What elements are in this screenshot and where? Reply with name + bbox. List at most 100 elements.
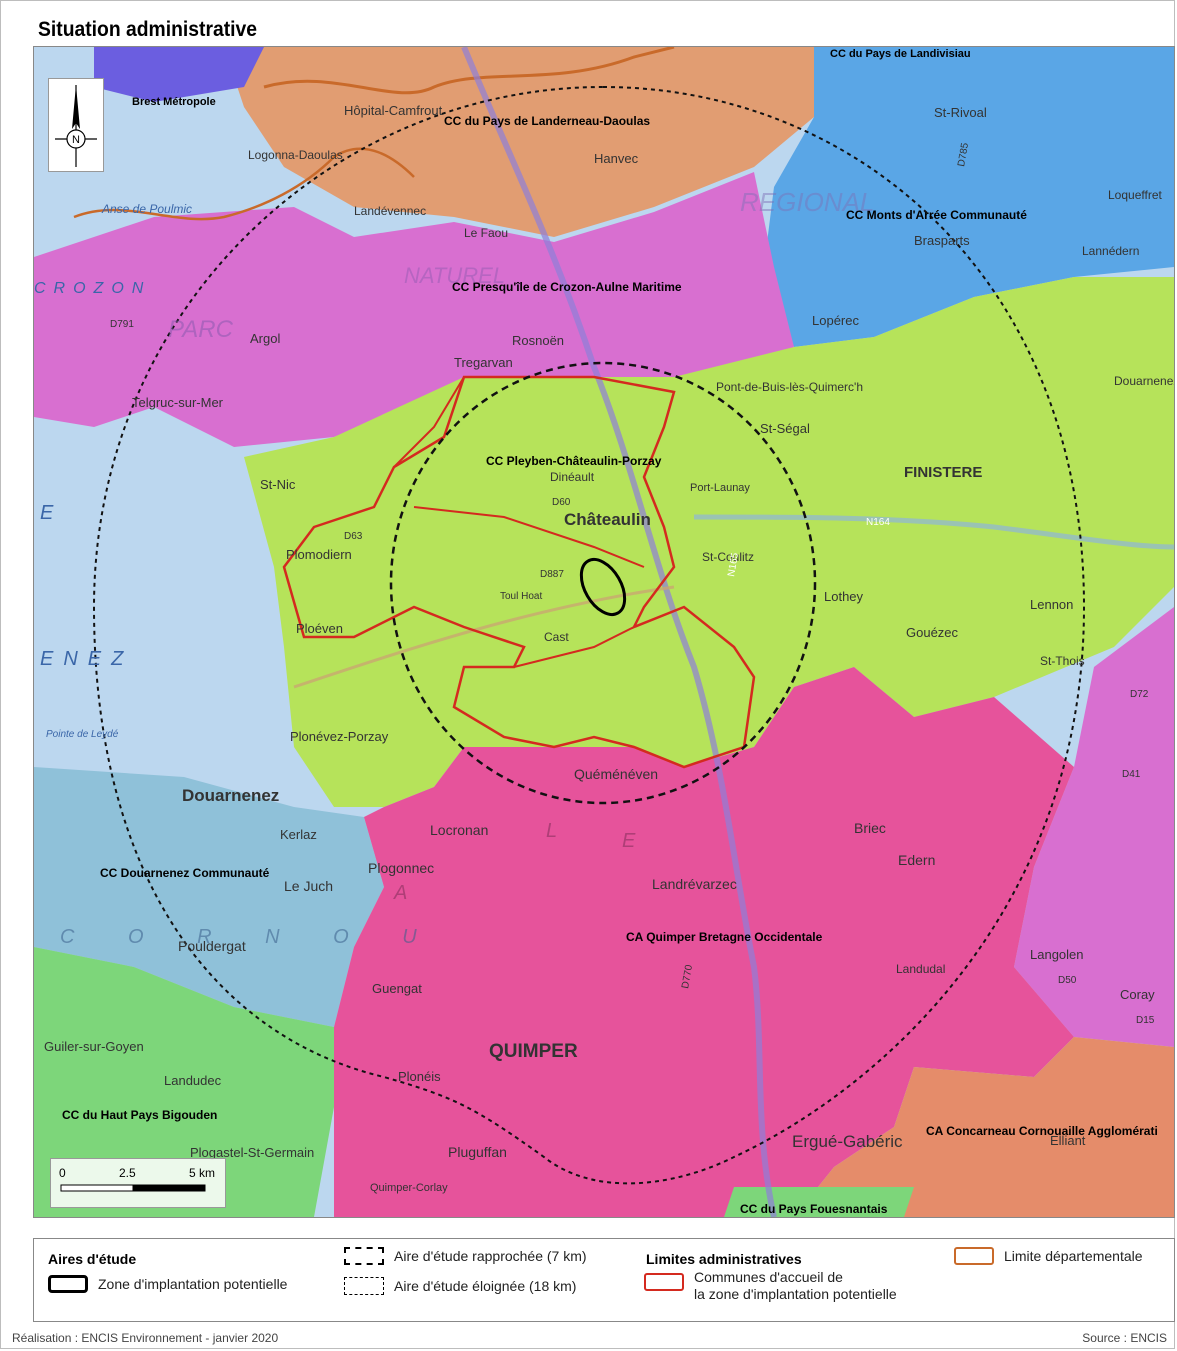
zone-ca-concarneau (794, 1037, 1174, 1217)
label-cast: Cast (544, 630, 569, 644)
label-cc-crozon: CC Presqu'île de Crozon-Aulne Maritime (452, 280, 682, 294)
road-n164 (693, 514, 1174, 550)
label-letter-e: E (622, 830, 636, 852)
scale-bar: 0 2.5 5 km (50, 1158, 226, 1208)
legend-swatch-eloignee (344, 1277, 384, 1295)
label-anse-poulmic: Anse de Poulmic (101, 202, 192, 216)
road-label-d785: D785 (956, 142, 971, 168)
label-brasparts: Brasparts (914, 233, 970, 248)
label-pouldergat: Pouldergat (178, 938, 246, 954)
legend-aires-title: Aires d'étude (48, 1251, 137, 1267)
zone-ca-quimper (334, 667, 1074, 1217)
scale-bar-svg: 0 2.5 5 km (59, 1166, 215, 1192)
label-cc-haut-pays-bigouden: CC du Haut Pays Bigouden (62, 1108, 217, 1122)
credit-source: Source : ENCIS (1082, 1331, 1167, 1345)
label-lothey: Lothey (824, 589, 864, 604)
map-title: Situation administrative (38, 18, 258, 41)
legend-swatch-communes (644, 1273, 684, 1291)
label-hopital-camfrout: Hôpital-Camfrout (344, 103, 443, 118)
legend-swatch-rapprochee (344, 1247, 384, 1265)
legend-eloignee: Aire d'étude éloignée (18 km) (394, 1278, 577, 1294)
road-n165 (461, 47, 777, 1217)
legend-zone: Zone d'implantation potentielle (98, 1276, 288, 1292)
label-ca-quimper: CA Quimper Bretagne Occidentale (626, 930, 823, 944)
label-langolen: Langolen (1030, 947, 1084, 962)
road-label-n164: N164 (866, 517, 890, 528)
label-dineault: Dinéault (550, 470, 595, 484)
departement-limit (263, 47, 675, 95)
coast-limit-north (73, 147, 415, 221)
label-st-coulitz: St-Coulitz (702, 550, 754, 564)
label-port-launay: Port-Launay (690, 482, 750, 494)
label-landudal: Landudal (896, 962, 945, 976)
label-pointe-leyde: Pointe de Leydé (46, 729, 119, 740)
label-ca-concarneau: CA Concarneau Cornouaille Agglomérati (926, 1124, 1158, 1138)
zone-cc-crozon (34, 172, 794, 447)
label-tregarvan: Tregarvan (454, 355, 513, 370)
zone-cc-landerneau (224, 47, 834, 237)
road-d887 (293, 585, 675, 689)
label-ploeven: Ploéven (296, 621, 343, 636)
label-cc-douarnenez: CC Douarnenez Communauté (100, 866, 270, 880)
legend-rapprochee: Aire d'étude rapprochée (7 km) (394, 1248, 587, 1264)
zone-cc-east (1014, 607, 1174, 1047)
commune-boundary-1 (413, 506, 645, 568)
legend-communes-line1: Communes d'accueil de (694, 1269, 843, 1285)
legend-swatch-zone (48, 1275, 88, 1293)
legend-departementale: Limite départementale (1004, 1248, 1143, 1264)
credit-realisation: Réalisation : ENCIS Environnement - janv… (12, 1331, 279, 1345)
label-douarnenez: Douarnenez (182, 786, 279, 805)
label-quimper: QUIMPER (489, 1041, 578, 1062)
label-le-cloitre: Douarnenez Quillou (1114, 374, 1174, 388)
zone-cc-haut-pays-bigouden (34, 947, 334, 1217)
label-landevennec: Landévennec (354, 204, 426, 218)
label-cc-monts-arree: CC Monts d'Arrée Communauté (846, 208, 1027, 222)
label-cc-pleyben: CC Pleyben-Châteaulin-Porzay (486, 454, 662, 468)
label-lannedern: Lannédern (1082, 244, 1139, 258)
label-sea-e: E (40, 502, 54, 524)
zone-brest-metropole (94, 47, 264, 102)
label-plogonnec: Plogonnec (368, 860, 434, 876)
label-plomodiern: Plomodiern (286, 547, 352, 562)
label-naturel: NATUREL (404, 263, 505, 288)
label-pont-de-buis: Pont-de-Buis-lès-Quimerc'h (716, 380, 863, 394)
label-kerlaz: Kerlaz (280, 827, 317, 842)
label-plonevez-porzay: Plonévez-Porzay (290, 729, 389, 744)
label-cornou: C O R N O U (60, 926, 441, 948)
label-le-faou: Le Faou (464, 226, 508, 240)
label-toul-hoat: Toul Hoat (500, 591, 542, 602)
road-label-d887: D887 (540, 569, 564, 580)
label-cc-landerneau: CC du Pays de Landerneau-Daoulas (444, 114, 650, 128)
label-letter-a: A (393, 882, 407, 904)
scale-tick-5: 5 km (189, 1166, 215, 1180)
scale-tick-0: 0 (59, 1166, 66, 1180)
legend-communes-line2: la zone d'implantation potentielle (694, 1286, 897, 1302)
road-label-d791: D791 (110, 319, 134, 330)
zone-implantation (579, 558, 627, 616)
label-cc-landivisiau: CC du Pays de Landivisiau (830, 48, 971, 60)
label-st-rivoal: St-Rivoal (934, 105, 987, 120)
commune-outline (282, 375, 756, 769)
commune-boundary-3 (393, 376, 465, 468)
aire-rapprochee-circle (389, 361, 817, 805)
legend-swatch-departement (954, 1247, 994, 1265)
label-guiler: Guiler-sur-Goyen (44, 1039, 144, 1054)
label-plogastel: Plogastel-St-Germain (190, 1145, 314, 1160)
road-label-d60: D60 (552, 497, 571, 508)
label-pluguffan: Pluguffan (448, 1144, 507, 1160)
label-locronan: Locronan (430, 822, 488, 838)
road-label-d41: D41 (1122, 769, 1141, 780)
label-landrevarzec: Landrévarzec (652, 876, 737, 892)
map-canvas[interactable]: CC du Pays de Landerneau-Daoulas CC Mont… (33, 46, 1175, 1218)
label-chateaulin: Châteaulin (564, 510, 651, 529)
label-loperec: Lopérec (812, 313, 859, 328)
label-edern: Edern (898, 852, 935, 868)
label-telgruc: Telgruc-sur-Mer (132, 395, 224, 410)
label-lennon: Lennon (1030, 597, 1073, 612)
label-logonna: Logonna-Daoulas (248, 148, 343, 162)
road-label-n165: N165 (726, 552, 741, 578)
road-label-d63: D63 (344, 531, 363, 542)
road-label-d770: D770 (680, 964, 695, 990)
label-regional: REGIONAL (740, 187, 874, 217)
label-briec: Briec (854, 820, 886, 836)
